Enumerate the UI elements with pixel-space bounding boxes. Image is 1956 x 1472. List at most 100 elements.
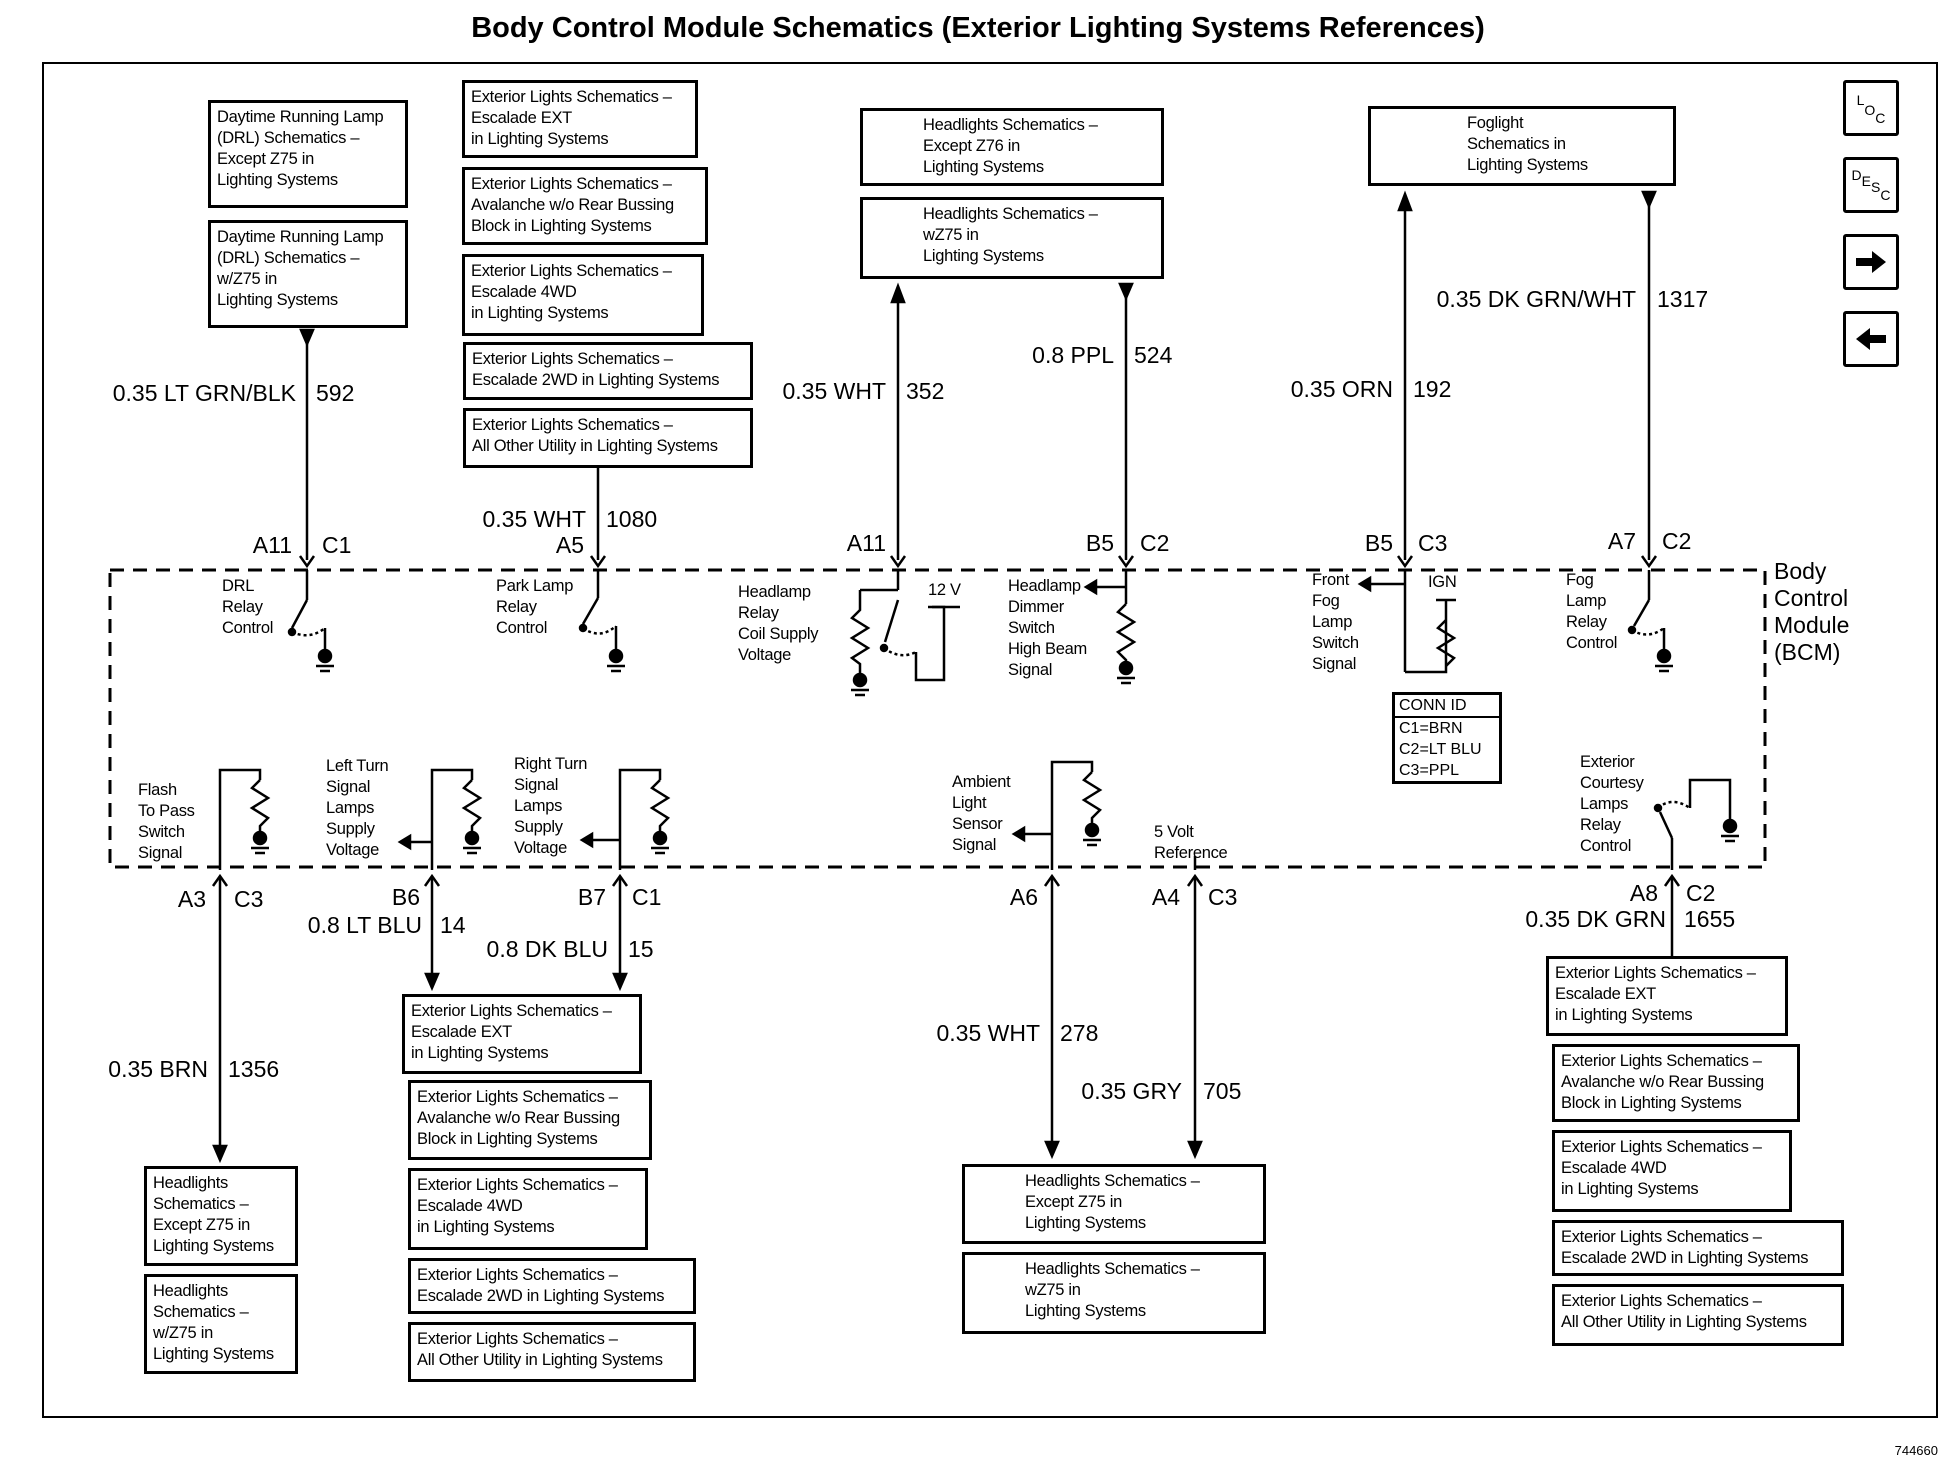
wire-circuit-label: 1356: [228, 1056, 280, 1082]
signal-label-left-turn: Left Turn Signal Lamps Supply Voltage: [326, 757, 389, 859]
back-button[interactable]: [1843, 311, 1899, 367]
next-button[interactable]: [1843, 234, 1899, 290]
ref-box-drl-z75[interactable]: Daytime Running Lamp (DRL) Schematics – …: [208, 220, 408, 328]
ground-icon: [1722, 818, 1738, 834]
wire-192-arrow: [1397, 190, 1413, 212]
conn-id-row: C3=PPL: [1399, 762, 1460, 779]
connector-fork: [889, 555, 907, 569]
bcm-boundary: [108, 568, 1767, 869]
pin-label: A3: [177, 886, 206, 912]
signal-label-courtesy: Exterior Courtesy Lamps Relay Control: [1580, 753, 1644, 855]
wire-circuit-label: 1080: [606, 506, 658, 532]
ref-box-drl-except-z75[interactable]: Daytime Running Lamp (DRL) Schematics – …: [208, 100, 408, 208]
wire-1317-arrow: [1641, 190, 1657, 210]
wire-color-label: 0.35 DK GRN/WHT: [1436, 286, 1636, 312]
signal-label-right-turn: Right Turn Signal Lamps Supply Voltage: [514, 755, 588, 857]
ref-box-ext-other-utility[interactable]: Exterior Lights Schematics – All Other U…: [463, 408, 753, 468]
ref-box-ext-right-escalade-ext[interactable]: Exterior Lights Schematics – Escalade EX…: [1546, 956, 1788, 1036]
wire-color-label: 0.35 WHT: [936, 1020, 1040, 1046]
conn-label: C3: [1208, 884, 1238, 910]
connector-fork: [1186, 873, 1204, 887]
ref-box-ext-avalanche[interactable]: Exterior Lights Schematics – Avalanche w…: [462, 167, 708, 245]
ref-box-headlights-mid-except-z75[interactable]: Headlights Schematics – Except Z75 in Li…: [962, 1164, 1266, 1244]
wire-color-label: 0.35 WHT: [482, 506, 586, 532]
signal-label-5v-ref: 5 Volt Reference: [1154, 823, 1228, 862]
pin-label: A5: [555, 532, 584, 558]
ref-box-ext-left-avalanche[interactable]: Exterior Lights Schematics – Avalanche w…: [408, 1080, 652, 1160]
ref-box-ext-left-other-utility[interactable]: Exterior Lights Schematics – All Other U…: [408, 1322, 696, 1382]
wire-524-arrow: [1118, 282, 1134, 302]
signal-label-fog-relay: Fog Lamp Relay Control: [1566, 571, 1618, 652]
right-turn-loop: [618, 768, 662, 870]
ref-box-ext-left-escalade-ext[interactable]: Exterior Lights Schematics – Escalade EX…: [402, 994, 642, 1074]
ref-box-ext-left-escalade-4wd[interactable]: Exterior Lights Schematics – Escalade 4W…: [408, 1168, 648, 1250]
flash-loop: [218, 768, 262, 870]
wire-color-label: 0.35 DK GRN: [1525, 906, 1666, 932]
connector-fork: [611, 873, 629, 887]
wire-color-label: 0.8 LT BLU: [307, 912, 422, 938]
wire-352-arrow: [890, 282, 906, 304]
signal-label-flash: Flash To Pass Switch Signal: [138, 781, 195, 862]
headlamp-switch-blade: [883, 599, 900, 643]
ref-box-headlights-left-except-z75[interactable]: Headlights Schematics – Except Z75 in Li…: [144, 1166, 298, 1266]
arrow-right-icon: [1856, 251, 1886, 273]
ref-box-ext-escalade-2wd[interactable]: Exterior Lights Schematics – Escalade 2W…: [463, 342, 753, 400]
wire-circuit-label: 1655: [1684, 906, 1736, 932]
wire-circuit-label: 192: [1413, 376, 1452, 402]
ref-box-ext-escalade-4wd[interactable]: Exterior Lights Schematics – Escalade 4W…: [462, 254, 704, 336]
right-turn-resistor: [649, 779, 671, 832]
wire-color-label: 0.8 DK BLU: [486, 936, 608, 962]
conn-label: C3: [234, 886, 264, 912]
ref-box-ext-right-other-utility[interactable]: Exterior Lights Schematics – All Other U…: [1552, 1284, 1844, 1346]
pin-label: B6: [391, 884, 420, 910]
ref-box-ext-escalade-ext[interactable]: Exterior Lights Schematics – Escalade EX…: [462, 80, 698, 158]
ref-box-headlights-left-z75[interactable]: Headlights Schematics – w/Z75 in Lightin…: [144, 1274, 298, 1374]
ref-box-headlights-except-z76[interactable]: Headlights Schematics – Except Z76 in Li…: [860, 108, 1164, 186]
connector-fork: [1663, 873, 1681, 887]
connector-fork: [589, 555, 607, 569]
wire-color-label: 0.35 BRN: [108, 1056, 208, 1082]
wire-color-label: 0.8 PPL: [1032, 342, 1114, 368]
ref-box-ext-right-escalade-2wd[interactable]: Exterior Lights Schematics – Escalade 2W…: [1552, 1220, 1844, 1276]
wire-circuit-label: 705: [1203, 1078, 1242, 1104]
ref-box-ext-left-escalade-2wd[interactable]: Exterior Lights Schematics – Escalade 2W…: [408, 1258, 696, 1314]
conn-label: C2: [1140, 530, 1170, 556]
wire-circuit-label: 524: [1134, 342, 1173, 368]
headlamp-12v-loop: [914, 605, 946, 682]
signal-label-headlamp-relay: Headlamp Relay Coil Supply Voltage: [738, 583, 819, 664]
ref-box-headlights-mid-z75[interactable]: Headlights Schematics – wZ75 in Lighting…: [962, 1252, 1266, 1334]
pin-label: A11: [846, 530, 886, 556]
ref-box-ext-right-escalade-4wd[interactable]: Exterior Lights Schematics – Escalade 4W…: [1552, 1130, 1792, 1212]
ambient-loop: [1050, 760, 1094, 870]
wire-14-arrow: [424, 972, 440, 992]
connector-fork: [1640, 555, 1658, 569]
wire-592-arrow: [299, 328, 315, 348]
park-switch-blade: [581, 597, 600, 625]
desc-button[interactable]: DESC: [1843, 157, 1899, 213]
dimmer-resistor: [1115, 603, 1137, 664]
wire-1356-arrow: [212, 1144, 228, 1164]
signal-label-dimmer: Headlamp Dimmer Switch High Beam Signal: [1008, 577, 1087, 679]
signal-label-park: Park Lamp Relay Control: [496, 577, 574, 637]
connector-fork: [298, 555, 316, 569]
ref-box-ext-right-avalanche[interactable]: Exterior Lights Schematics – Avalanche w…: [1552, 1044, 1800, 1122]
ground-icon: [317, 648, 333, 664]
signal-label-12v: 12 V: [928, 581, 961, 599]
ground-icon: [1656, 648, 1672, 664]
ref-box-headlights-z75[interactable]: Headlights Schematics – wZ75 in Lighting…: [860, 197, 1164, 279]
ambient-resistor: [1081, 771, 1103, 824]
ref-box-foglight[interactable]: Foglight Schematics in Lighting Systems: [1368, 106, 1676, 186]
diagram-frame: [42, 62, 1938, 1418]
pin-label: A11: [252, 532, 292, 558]
connector-fork: [1043, 873, 1061, 887]
page-title: Body Control Module Schematics (Exterior…: [471, 12, 1485, 44]
ground-icon: [464, 830, 480, 846]
conn-id-header: CONN ID: [1395, 695, 1499, 718]
loc-button[interactable]: LOC: [1843, 80, 1899, 136]
conn-label: C3: [1418, 530, 1448, 556]
pin-label: B5: [1085, 530, 1114, 556]
ground-icon: [652, 830, 668, 846]
pin-label: A8: [1629, 880, 1658, 906]
